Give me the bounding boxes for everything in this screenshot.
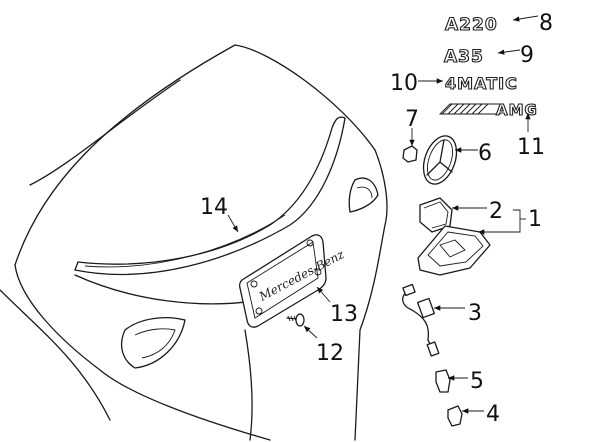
callout-1: 1	[528, 207, 542, 232]
callout-11: 11	[517, 135, 545, 160]
clip	[402, 145, 418, 163]
star-emblem	[422, 135, 458, 185]
trunk-spoiler	[74, 116, 346, 276]
leader-lines	[227, 15, 539, 414]
callout-2: 2	[489, 199, 503, 224]
callout-10: 10	[390, 71, 418, 96]
mounting-bracket	[435, 369, 451, 393]
callout-8: 8	[539, 11, 553, 36]
license-lamp-lens	[419, 197, 453, 233]
svg-text:4MATIC: 4MATIC	[445, 74, 518, 93]
badge-a220: A220	[444, 14, 498, 35]
callout-7: 7	[405, 107, 419, 132]
retainer-clip	[447, 405, 463, 427]
callout-4: 4	[486, 402, 500, 427]
badge-amg: AMG	[438, 100, 538, 120]
license-lamp-housing	[417, 225, 491, 276]
screw	[286, 313, 305, 327]
badge-a35: A35	[443, 46, 484, 67]
callout-9: 9	[520, 43, 534, 68]
callout-3: 3	[468, 301, 482, 326]
badge-4matic: 4MATIC	[444, 73, 518, 93]
trunk-lid-outline	[0, 44, 388, 441]
svg-text:AMG: AMG	[496, 101, 538, 119]
callout-14: 14	[200, 195, 228, 220]
svg-text:A220: A220	[445, 15, 498, 35]
wire-harness	[402, 283, 440, 357]
callout-5: 5	[470, 369, 484, 394]
callout-6: 6	[478, 141, 492, 166]
callout-12: 12	[316, 341, 344, 366]
callout-13: 13	[330, 302, 358, 327]
svg-text:A35: A35	[444, 47, 484, 67]
